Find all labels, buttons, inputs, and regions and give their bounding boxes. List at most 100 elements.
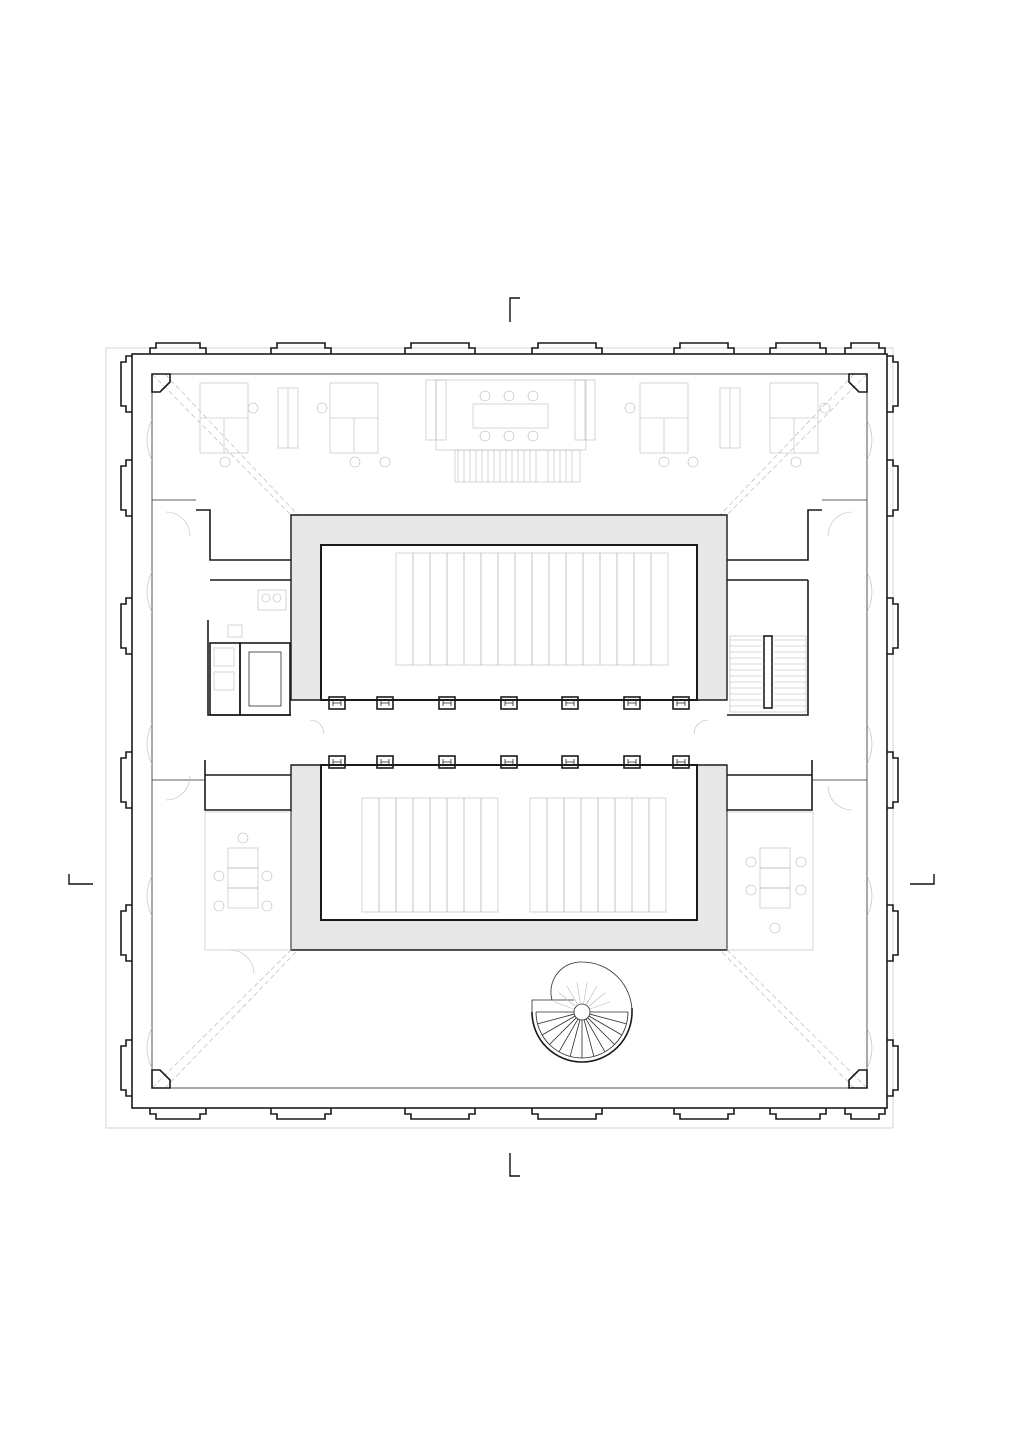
pilaster-east: [887, 355, 899, 413]
pilaster-east: [887, 597, 899, 655]
meeting-table: [472, 403, 549, 429]
spiral-tread: [585, 985, 598, 1006]
spiral-top: [550, 961, 633, 1013]
column: [438, 696, 456, 710]
column: [438, 755, 456, 769]
pilaster-east: [887, 1039, 899, 1097]
roof-hip-lines: [151, 373, 868, 1089]
pilaster-south: [149, 1108, 207, 1120]
pilaster-north: [769, 342, 827, 354]
column-mark: [332, 759, 342, 765]
column: [376, 755, 394, 769]
window: [866, 571, 873, 613]
chair: [479, 390, 491, 402]
window: [146, 723, 153, 765]
section-markers: [68, 297, 935, 1177]
column-mark: [504, 759, 514, 765]
wc-block: [213, 589, 287, 691]
chair: [316, 402, 328, 414]
meeting-room-east: [726, 811, 814, 951]
spiral-tread: [566, 985, 579, 1006]
chair: [687, 456, 699, 468]
skylight-strip: [648, 797, 667, 913]
section-marker-right: [910, 874, 935, 885]
outer-facade: [120, 342, 899, 1120]
courtyard-south: [320, 764, 698, 921]
window: [146, 1027, 153, 1069]
column: [561, 755, 579, 769]
pilaster-east: [887, 904, 899, 962]
column-mark: [504, 700, 514, 706]
pilaster-south: [673, 1108, 735, 1120]
column-mark: [332, 700, 342, 706]
stair-outline: [454, 449, 581, 483]
window: [146, 571, 153, 613]
column-mark: [676, 700, 686, 706]
column: [500, 696, 518, 710]
corner-piers: [151, 373, 868, 1089]
spiral-tread: [588, 1015, 623, 1036]
column: [376, 696, 394, 710]
column-mark: [676, 759, 686, 765]
column: [672, 696, 690, 710]
window: [146, 419, 153, 461]
pilaster-south: [531, 1108, 603, 1120]
chair: [624, 402, 636, 414]
spiral-tread: [583, 1019, 595, 1057]
pilaster-east: [887, 751, 899, 809]
pilaster-north: [844, 342, 886, 354]
spiral-tread: [587, 1017, 615, 1045]
spiral-tread: [541, 1015, 576, 1036]
chair: [503, 390, 515, 402]
spiral-tread: [589, 1001, 611, 1010]
chair: [790, 456, 802, 468]
column-mark: [565, 759, 575, 765]
pilaster-south: [404, 1108, 476, 1120]
pilaster-west: [120, 904, 132, 962]
column: [623, 696, 641, 710]
stair-core: [763, 635, 773, 709]
meeting-room-west: [204, 811, 292, 951]
window: [146, 875, 153, 917]
spiral-tread: [549, 1017, 577, 1045]
column: [623, 755, 641, 769]
column-mark: [442, 759, 452, 765]
section-marker-left: [68, 874, 93, 885]
pilaster-west: [120, 355, 132, 413]
section-marker-bottom: [509, 1153, 520, 1177]
pilaster-west: [120, 1039, 132, 1097]
inner-walls: [152, 499, 867, 811]
spiral-tread: [583, 982, 588, 1005]
spiral-tread: [558, 1018, 579, 1053]
column-mark: [627, 759, 637, 765]
column-mark: [565, 700, 575, 706]
pilaster-north: [149, 342, 207, 354]
spiral-tread: [589, 1013, 627, 1025]
spiral-tread: [585, 1018, 606, 1053]
pilaster-north: [673, 342, 735, 354]
window: [866, 419, 873, 461]
chair: [503, 430, 515, 442]
window: [866, 875, 873, 917]
pilaster-east: [887, 459, 899, 517]
chair: [658, 456, 670, 468]
window: [866, 723, 873, 765]
column-mark: [380, 700, 390, 706]
spiral-tread: [553, 1001, 575, 1010]
spiral-landing: [531, 999, 574, 1012]
column-mark: [380, 759, 390, 765]
chair: [479, 430, 491, 442]
chair: [819, 402, 831, 414]
column: [561, 696, 579, 710]
spiral-tread: [558, 992, 577, 1008]
straight-stair-east: [729, 635, 807, 713]
meeting-room: [435, 379, 587, 451]
column: [328, 755, 346, 769]
column-mark: [442, 700, 452, 706]
chair: [247, 402, 259, 414]
chair: [349, 456, 361, 468]
stair-outline: [729, 635, 807, 713]
chair: [379, 456, 391, 468]
straight-stair-north: [454, 449, 581, 483]
